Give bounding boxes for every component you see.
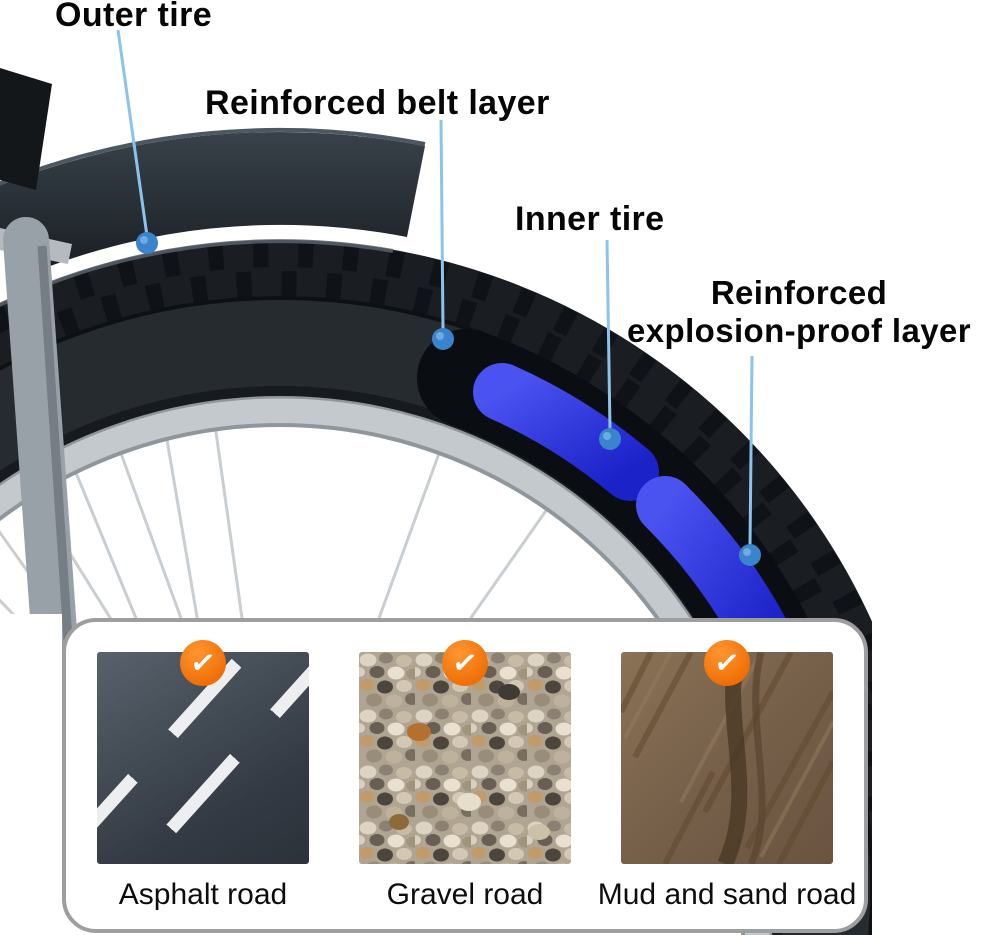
mud-texture [621, 652, 833, 864]
road-caption-mud-sand: Mud and sand road [597, 878, 857, 911]
callout-line-inner-tire [605, 239, 612, 431]
gravel-road-photo [359, 652, 571, 864]
check-icon: ✓ [712, 644, 742, 682]
callout-dots [136, 232, 761, 566]
fork [0, 68, 78, 668]
road-item-gravel: ✓ Gravel road [359, 637, 571, 929]
callout-label-outer-tire: Outer tire [55, 0, 213, 34]
callout-label-explosion-proof: Reinforced explosion-proof layer [600, 274, 998, 351]
callout-dot-inner-tire [599, 428, 621, 450]
road-types-panel: ✓ Asphalt road [62, 618, 868, 933]
gravel-texture [359, 652, 571, 864]
road-item-asphalt: ✓ Asphalt road [97, 637, 309, 929]
callout-line-outer-tire [116, 29, 149, 237]
callout-dot-outer-tire [136, 232, 158, 254]
callout-dot-belt-layer [432, 328, 454, 350]
check-icon: ✓ [188, 644, 218, 682]
check-icon: ✓ [450, 644, 480, 682]
callout-label-inner-tire: Inner tire [515, 200, 665, 238]
callout-dot-explosion [739, 544, 761, 566]
asphalt-road-photo [97, 652, 309, 864]
callout-label-explosion-line1: Reinforced [710, 274, 888, 311]
callout-label-explosion-line2: explosion-proof layer [627, 312, 971, 350]
road-item-mud-sand: ✓ Mud and sand road [598, 637, 856, 929]
callout-label-belt-layer: Reinforced belt layer [205, 84, 550, 122]
road-caption-asphalt: Asphalt road [118, 878, 288, 911]
road-caption-gravel: Gravel road [386, 878, 544, 911]
fender [0, 128, 426, 278]
mud-sand-road-photo [621, 652, 833, 864]
callout-line-belt-layer [439, 119, 445, 331]
callout-lines [116, 29, 754, 547]
callout-line-explosion [748, 355, 754, 547]
